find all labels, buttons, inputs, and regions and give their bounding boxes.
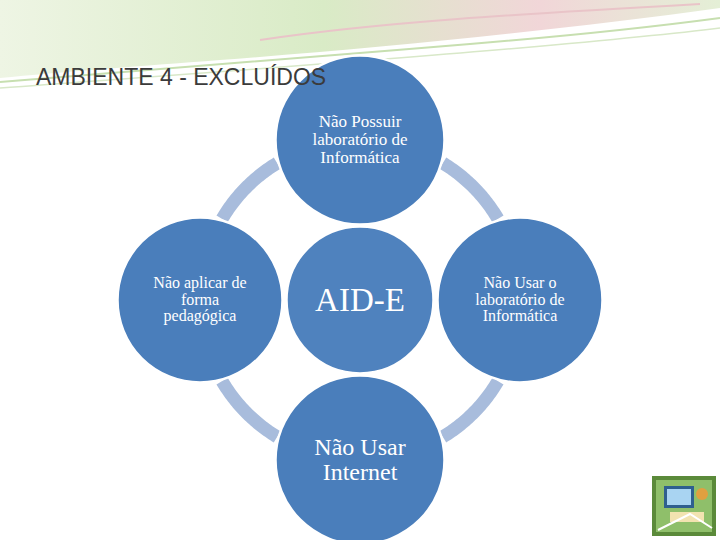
- node-label: Não aplicar de forma pedagógica: [144, 275, 256, 325]
- ring-arc: [222, 381, 277, 437]
- corner-illustration: [652, 476, 716, 536]
- text-holder: Não Usar Internet: [274, 374, 446, 540]
- cycle-circle: Não Usar Internet: [274, 374, 446, 540]
- node-label: Não Usar Internet: [295, 435, 425, 485]
- circle-fill: [287, 227, 434, 374]
- cycle-circle: Não aplicar de forma pedagógica: [116, 216, 284, 384]
- node-label: Não Usar o laboratório de Informática: [472, 275, 568, 325]
- node-label: Não Possuir laboratório de Informática: [296, 113, 424, 167]
- text-holder: AID-E: [285, 225, 435, 375]
- ring-arc: [443, 163, 498, 219]
- circle-fill: [438, 218, 603, 383]
- cycle-circle: Não Usar o laboratório de Informática: [436, 216, 604, 384]
- ring-arc: [443, 381, 498, 437]
- hub-circle: AID-E: [285, 225, 435, 375]
- ring-arc: [222, 163, 277, 219]
- header-swoosh: [260, 4, 700, 40]
- slide-title: AMBIENTE 4 - EXCLUÍDOS: [36, 64, 326, 91]
- text-holder: Não Usar o laboratório de Informática: [436, 216, 604, 384]
- circle-fill: [276, 376, 445, 540]
- node-label: AID-E: [315, 283, 405, 318]
- text-holder: Não aplicar de forma pedagógica: [116, 216, 284, 384]
- circle-fill: [118, 218, 283, 383]
